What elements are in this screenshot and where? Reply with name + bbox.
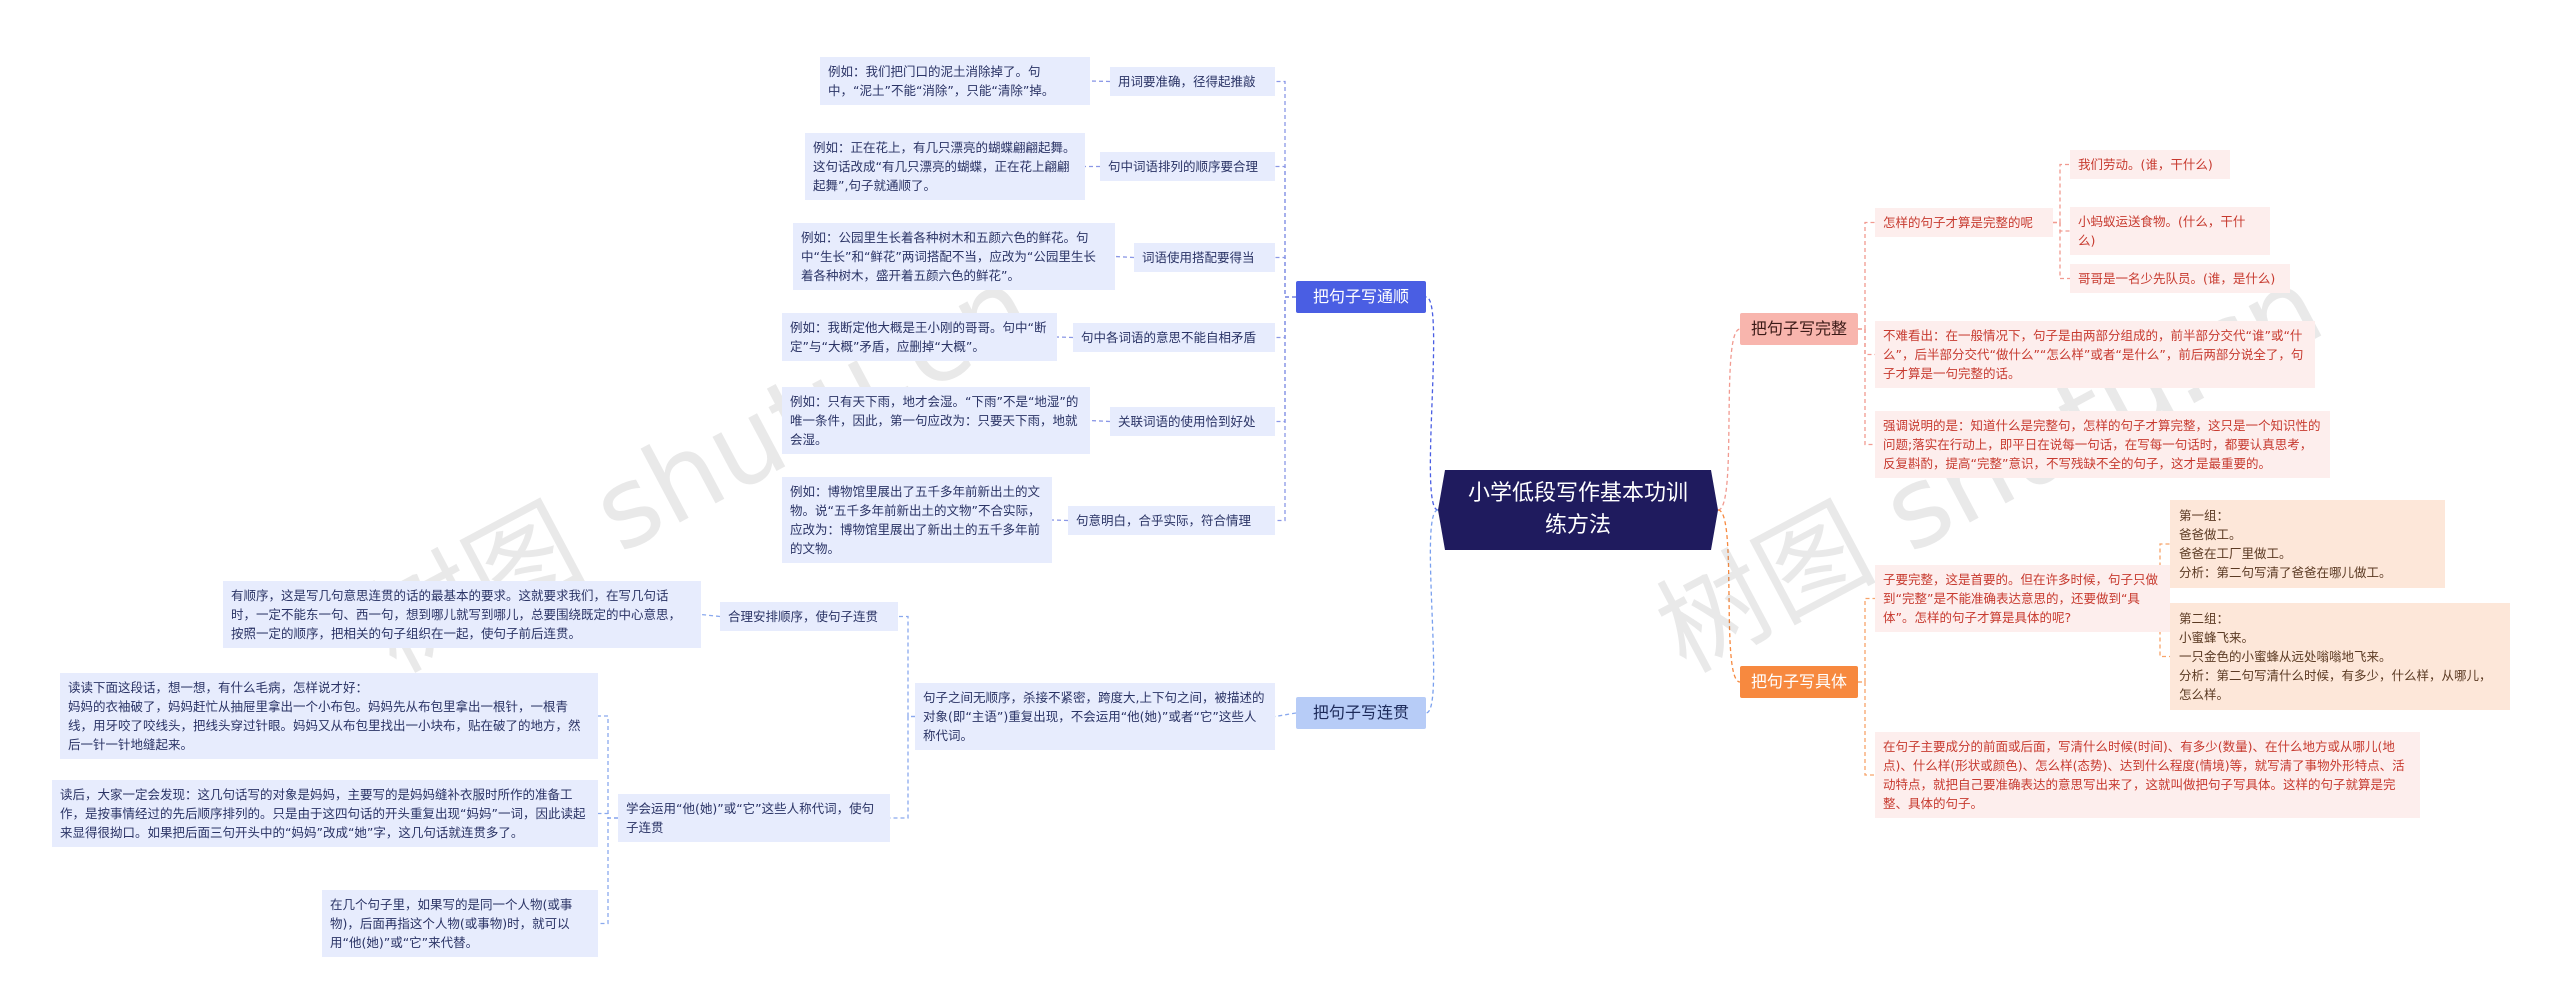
tongshun-example-link	[1089, 80, 1111, 83]
branch-tongshun[interactable]: 把句子写通顺	[1296, 281, 1426, 313]
wanzheng-link	[2053, 163, 2070, 224]
lianguan-pronoun-example[interactable]: 读读下面这段话，想一想，有什么毛病，怎样说才好： 妈妈的衣袖破了，妈妈赶忙从抽屉…	[60, 673, 598, 759]
juti-question[interactable]: 子要完整，这是首要的。但在许多时候，句子只做到“完整”是不能准确表达意思的，还要…	[1875, 565, 2170, 632]
branch-wanzheng[interactable]: 把句子写完整	[1740, 313, 1858, 345]
wanzheng-emphasis[interactable]: 强调说明的是：知道什么是完整句，怎样的句子才算完整，这只是一个知识性的问题;落实…	[1875, 411, 2330, 478]
tongshun-example-link	[1089, 419, 1111, 423]
tongshun-link	[1275, 80, 1296, 298]
tongshun-example[interactable]: 例如：正在花上，有几只漂亮的蝴蝶翩翩起舞。这句话改成“有几只漂亮的蝴蝶，正在花上…	[805, 133, 1085, 200]
lianguan-link	[598, 817, 618, 925]
lianguan-link	[890, 715, 915, 819]
juti-example-group-1[interactable]: 第一组： 爸爸做工。 爸爸在工厂里做工。 分析：第二句写清了爸爸在哪儿做工。	[2170, 500, 2445, 588]
wanzheng-link	[1858, 328, 1875, 446]
wanzheng-example[interactable]: 小蚂蚁运送食物。(什么，干什么)	[2070, 207, 2270, 255]
tongshun-example-link	[1056, 336, 1074, 339]
tongshun-example-link	[1114, 255, 1135, 259]
tongshun-rule[interactable]: 用词要准确，径得起推敲	[1110, 67, 1275, 96]
lianguan-link	[700, 613, 721, 618]
lianguan-pronoun-rule[interactable]: 学会运用“他(她)”或“它”这些人称代词，使句子连贯	[618, 794, 890, 842]
wanzheng-example[interactable]: 哥哥是一名少先队员。(谁，是什么)	[2070, 264, 2290, 293]
juti-example-group-2[interactable]: 第二组： 小蜜蜂飞来。 一只金色的小蜜蜂从远处嗡嗡地飞来。 分析：第二句写清什么…	[2170, 603, 2510, 710]
branch-lianguan[interactable]: 把句子写连贯	[1296, 697, 1426, 729]
lianguan-pronoun-example[interactable]: 在几个句子里，如果写的是同一个人物(或事物)，后面再指这个人物(或事物)时，就可…	[322, 890, 598, 957]
root-topic[interactable]: 小学低段写作基本功训练方法	[1438, 470, 1718, 550]
tongshun-example[interactable]: 例如：我们把门口的泥土消除掉了。句中，“泥土”不能“消除”，只能“清除”掉。	[820, 57, 1090, 105]
juti-explanation[interactable]: 在句子主要成分的前面或后面，写清什么时候(时间)、有多少(数量)、在什么地方或从…	[1875, 732, 2420, 818]
branch-juti[interactable]: 把句子写具体	[1740, 666, 1858, 698]
lianguan-pronoun-example[interactable]: 读后，大家一定会发现：这几句话写的对象是妈妈，主要写的是妈妈缝补衣服时所作的准备…	[52, 780, 598, 847]
root-link	[1425, 296, 1439, 511]
lianguan-order-rule[interactable]: 合理安排顺序，使句子连贯	[720, 602, 898, 631]
root-link	[1425, 509, 1439, 714]
tongshun-rule[interactable]: 关联词语的使用恰到好处	[1110, 407, 1275, 436]
tongshun-example[interactable]: 例如：公园里生长着各种树木和五颜六色的鲜花。句中“生长”和“鲜花”两词搭配不当，…	[793, 223, 1115, 290]
lianguan-link	[598, 812, 618, 819]
tongshun-link	[1275, 256, 1296, 298]
tongshun-example[interactable]: 例如：博物馆里展出了五千多年前新出土的文物。说“五千多年前新出土的文物”不合实际…	[782, 477, 1052, 563]
wanzheng-example[interactable]: 我们劳动。(谁，干什么)	[2070, 150, 2230, 179]
lianguan-order-example[interactable]: 有顺序，这是写几句意思连贯的话的最基本的要求。这就要求我们，在写几句话时，一定不…	[223, 581, 701, 648]
wanzheng-link	[2053, 221, 2070, 280]
lianguan-problem[interactable]: 句子之间无顺序，杀接不紧密，跨度大,上下句之间，被描述的对象(即“主语”)重复出…	[915, 683, 1275, 750]
wanzheng-link	[1858, 328, 1875, 356]
tongshun-example[interactable]: 例如：我断定他大概是王小刚的哥哥。句中“断定”与“大概”矛盾，应删掉“大概”。	[782, 313, 1057, 361]
tongshun-rule[interactable]: 句意明白，合乎实际，符合情理	[1068, 506, 1275, 535]
wanzheng-link	[1858, 221, 1875, 330]
juti-link	[1858, 681, 1875, 776]
juti-link	[1858, 597, 1875, 683]
lianguan-link	[1274, 712, 1297, 718]
root-link	[1717, 509, 1741, 683]
tongshun-rule[interactable]: 句中各词语的意思不能自相矛盾	[1073, 323, 1275, 352]
lianguan-link	[898, 615, 915, 718]
wanzheng-question[interactable]: 怎样的句子才算是完整的呢	[1875, 208, 2053, 237]
tongshun-rule[interactable]: 句中词语排列的顺序要合理	[1100, 152, 1275, 181]
tongshun-link	[1275, 296, 1296, 522]
lianguan-link	[598, 715, 618, 819]
root-link	[1717, 328, 1741, 511]
tongshun-example[interactable]: 例如：只有天下雨，地才会湿。“下雨”不是“地湿”的唯一条件，因此，第一句应改为：…	[782, 387, 1090, 454]
wanzheng-link	[2053, 221, 2070, 232]
tongshun-rule[interactable]: 词语使用搭配要得当	[1134, 243, 1275, 272]
tongshun-example-link	[1051, 519, 1069, 522]
wanzheng-explanation[interactable]: 不难看出：在一般情况下，句子是由两部分组成的，前半部分交代“谁”或“什么”，后半…	[1875, 321, 2315, 388]
